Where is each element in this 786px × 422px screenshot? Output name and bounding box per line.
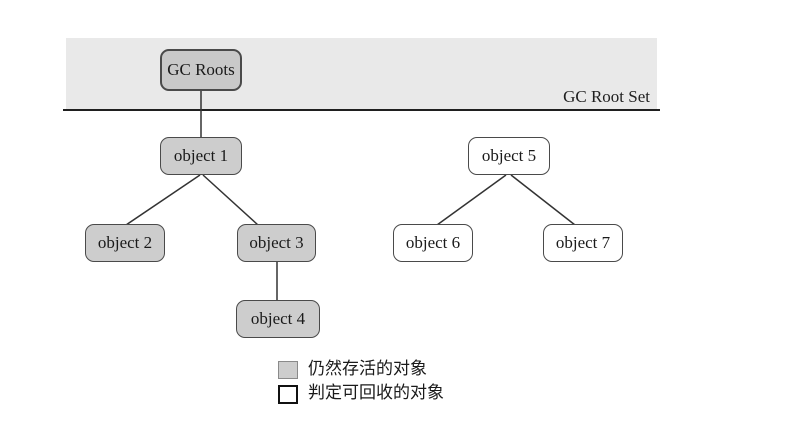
node-object-5: object 5	[468, 137, 550, 175]
node-object-1: object 1	[160, 137, 242, 175]
edge-object1-object2	[125, 174, 201, 226]
node-object-3: object 3	[237, 224, 316, 262]
gc-root-set-boundary-line	[63, 109, 660, 111]
edge-object5-object7	[510, 174, 576, 226]
node-object-4: object 4	[236, 300, 320, 338]
node-object-7: object 7	[543, 224, 623, 262]
gc-root-set-caption: GC Root Set	[563, 87, 650, 106]
node-gc-roots: GC Roots	[160, 49, 242, 91]
edge-object1-object3	[202, 174, 259, 226]
legend-swatch-recyclable	[278, 385, 298, 404]
node-object-6: object 6	[393, 224, 473, 262]
legend-swatch-alive	[278, 361, 298, 379]
legend-label-alive: 仍然存活的对象	[308, 359, 427, 378]
legend-label-recyclable: 判定可回收的对象	[308, 383, 444, 402]
node-object-2: object 2	[85, 224, 165, 262]
edge-object5-object6	[436, 174, 507, 226]
